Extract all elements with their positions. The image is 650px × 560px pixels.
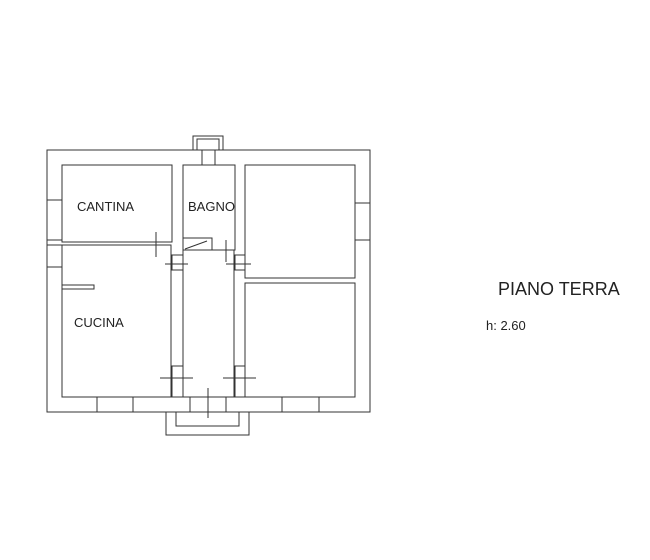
floor-title: PIANO TERRA	[498, 279, 620, 299]
outer-wall	[46, 149, 371, 413]
room-label-cantina: CANTINA	[77, 199, 135, 214]
chimney-inner	[196, 138, 220, 151]
room-label-cucina: CUCINA	[74, 315, 124, 330]
shower-diagonal	[184, 240, 208, 250]
window-left-top	[46, 199, 63, 241]
ceiling-height: h: 2.60	[486, 318, 526, 333]
room-top-right	[244, 164, 356, 279]
partition-cucina	[61, 284, 95, 290]
corridor	[182, 249, 235, 398]
window-right	[354, 202, 371, 241]
window-bottom-left	[96, 396, 134, 413]
door-marks	[155, 232, 256, 418]
room-bottom-right	[244, 282, 356, 398]
window-left-bottom	[46, 244, 63, 268]
window-bottom-right	[281, 396, 320, 413]
flue	[201, 149, 216, 166]
entrance-steps	[165, 412, 250, 436]
room-label-bagno: BAGNO	[188, 199, 235, 214]
shower	[182, 237, 213, 251]
